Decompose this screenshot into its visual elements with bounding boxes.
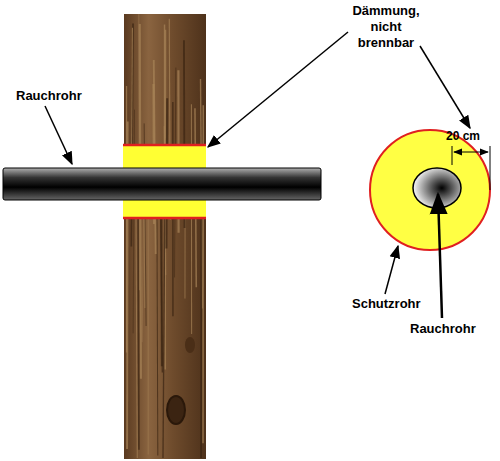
part-label: Schutzrohr [352, 296, 442, 312]
cross-section [370, 130, 490, 250]
leader-lines [45, 32, 470, 318]
smoke-pipe [3, 168, 321, 200]
part-label: Rauchrohr [410, 321, 495, 337]
dimension [452, 146, 490, 190]
part-label: Rauchrohr [16, 88, 96, 104]
dimension-label: 20 cm [446, 128, 496, 144]
part-label: Dämmung, nicht brennbar [350, 3, 422, 51]
wood-beam [124, 14, 206, 459]
